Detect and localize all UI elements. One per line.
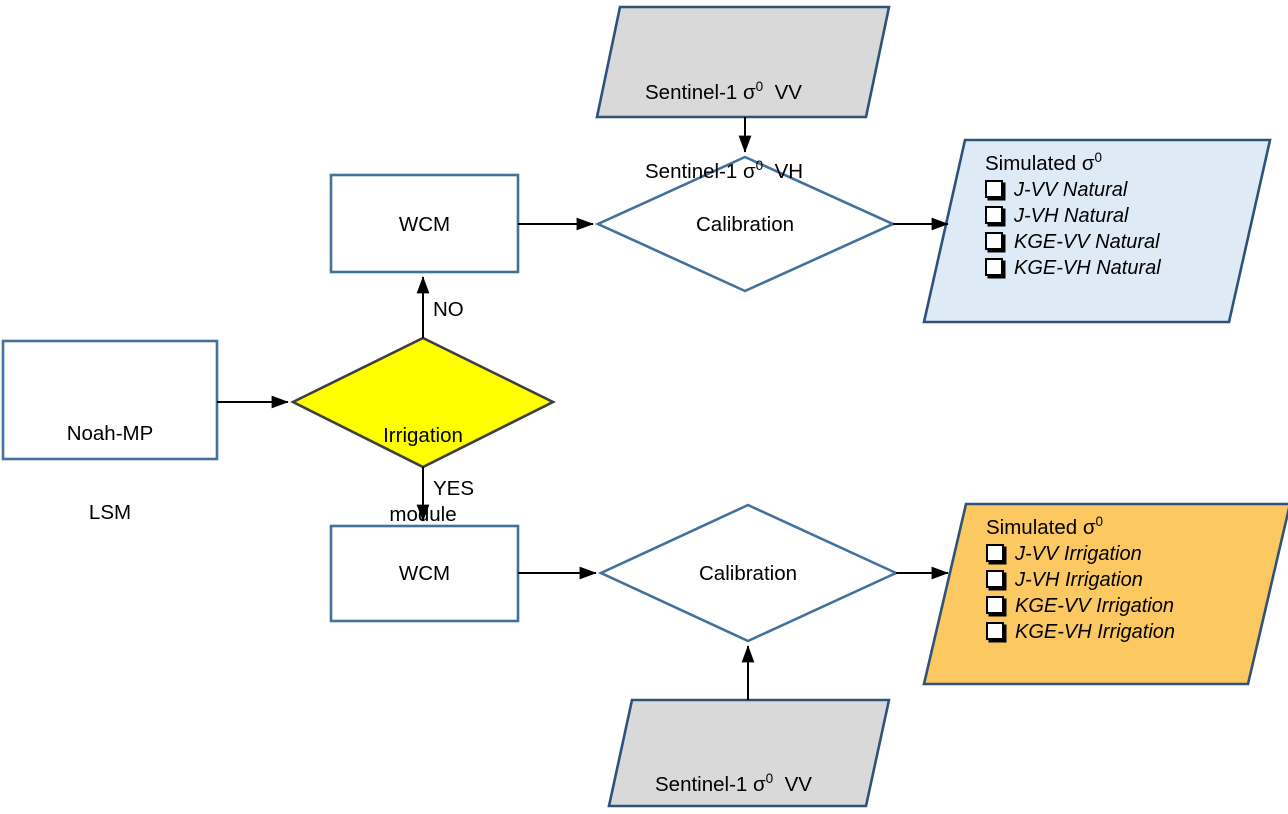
output-irrigation-title-sup: 0 — [1095, 514, 1104, 530]
node-output-natural-content: Simulated σ0 J-VV Natural J-VH Natural K… — [985, 150, 1161, 280]
output-irrigation-title: Simulated σ0 — [986, 514, 1175, 540]
checkbox-icon — [985, 205, 1005, 229]
output-natural-item-0: J-VV Natural — [1014, 179, 1128, 201]
output-irrigation-item-1: J-VH Irrigation — [1015, 569, 1143, 591]
node-output-irrigation[interactable] — [922, 502, 1288, 686]
node-calibration-top[interactable] — [594, 155, 897, 293]
checkbox-icon — [986, 569, 1006, 593]
list-item[interactable]: KGE-VH Irrigation — [986, 620, 1175, 644]
output-natural-item-3: KGE-VH Natural — [1014, 257, 1161, 279]
output-irrigation-item-0: J-VV Irrigation — [1015, 543, 1142, 565]
output-natural-item-1: J-VH Natural — [1014, 205, 1129, 227]
node-wcm-bottom[interactable] — [329, 524, 520, 623]
node-wcm-top[interactable] — [329, 173, 520, 274]
checkbox-icon — [986, 543, 1006, 567]
output-natural-item-2: KGE-VV Natural — [1014, 231, 1160, 253]
node-output-irrigation-content: Simulated σ0 J-VV Irrigation J-VH Irriga… — [986, 514, 1175, 644]
output-natural-title-prefix: Simulated σ — [985, 152, 1095, 175]
output-irrigation-item-3: KGE-VH Irrigation — [1015, 621, 1176, 643]
output-natural-title-sup: 0 — [1094, 150, 1103, 166]
checkbox-icon — [986, 621, 1006, 645]
checkbox-icon — [985, 231, 1005, 255]
checkbox-icon — [985, 257, 1005, 281]
node-calibration-bottom[interactable] — [597, 503, 900, 643]
list-item[interactable]: J-VV Natural — [985, 178, 1161, 202]
list-item[interactable]: KGE-VV Natural — [985, 230, 1161, 254]
edge-label-yes: YES — [433, 477, 475, 500]
edge-label-no: NO — [433, 298, 464, 321]
output-natural-title: Simulated σ0 — [985, 150, 1161, 176]
node-output-natural[interactable] — [922, 138, 1272, 324]
checkbox-icon — [985, 179, 1005, 203]
node-irrigation-module[interactable] — [290, 336, 556, 469]
list-item[interactable]: J-VH Irrigation — [986, 568, 1175, 592]
output-irrigation-item-2: KGE-VV Irrigation — [1015, 595, 1174, 617]
node-sentinel-top[interactable] — [595, 5, 891, 119]
list-item[interactable]: KGE-VV Irrigation — [986, 594, 1175, 618]
node-noah-mp-lsm[interactable] — [1, 339, 219, 461]
node-sentinel-bottom[interactable] — [607, 698, 891, 808]
list-item[interactable]: J-VV Irrigation — [986, 542, 1175, 566]
checkbox-icon — [986, 595, 1006, 619]
list-item[interactable]: J-VH Natural — [985, 204, 1161, 228]
output-irrigation-title-prefix: Simulated σ — [986, 516, 1096, 539]
list-item[interactable]: KGE-VH Natural — [985, 256, 1161, 280]
